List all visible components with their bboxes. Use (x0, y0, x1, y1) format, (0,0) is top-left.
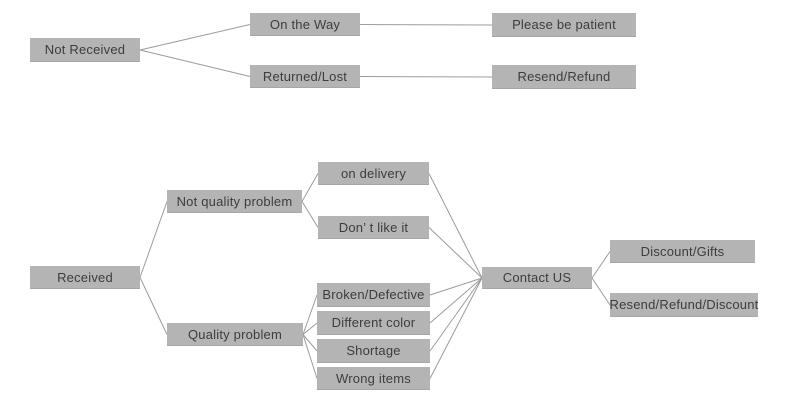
node-dont-like-it: Don’ t like it (318, 216, 429, 239)
edge-quality-problem--different-color (302, 322, 318, 335)
edge-not-quality-problem--dont-like-it (301, 201, 319, 228)
edge-broken-defective--contact-us (429, 277, 483, 296)
node-on-the-way: On the Way (250, 13, 360, 36)
edge-not-received--returned-lost (139, 49, 251, 77)
node-discount-gifts: Discount/Gifts (610, 240, 755, 263)
edge-wrong-items--contact-us (429, 277, 483, 379)
edge-on-the-way--please-be-patient (359, 24, 493, 26)
edge-quality-problem--broken-defective (302, 294, 318, 335)
node-returned-lost: Returned/Lost (250, 65, 360, 88)
node-on-delivery: on delivery (318, 162, 429, 185)
edge-not-received--on-the-way (139, 24, 251, 51)
edge-different-color--contact-us (429, 277, 483, 324)
edge-shortage--contact-us (429, 277, 483, 352)
edge-received--not-quality-problem (139, 201, 168, 278)
node-resend-refund-discount: Resend/Refund/Discount (610, 293, 758, 317)
edge-contact-us--discount-gifts (591, 251, 611, 279)
node-contact-us: Contact US (482, 267, 592, 289)
node-quality-problem: Quality problem (167, 323, 303, 346)
edge-contact-us--resend-refund-discount (591, 277, 611, 306)
node-different-color: Different color (317, 311, 430, 335)
edge-quality-problem--wrong-items (302, 334, 318, 379)
edge-dont-like-it--contact-us (428, 227, 483, 279)
edge-quality-problem--shortage (302, 334, 318, 352)
node-broken-defective: Broken/Defective (317, 283, 430, 307)
node-received: Received (30, 266, 140, 289)
edge-on-delivery--contact-us (428, 173, 483, 279)
node-resend-refund: Resend/Refund (492, 65, 636, 89)
node-shortage: Shortage (317, 339, 430, 363)
node-not-received: Not Received (30, 38, 140, 62)
edge-not-quality-problem--on-delivery (301, 173, 319, 202)
node-please-be-patient: Please be patient (492, 13, 636, 37)
edge-received--quality-problem (139, 277, 168, 335)
node-not-quality-problem: Not quality problem (167, 190, 302, 213)
edge-returned-lost--resend-refund (359, 76, 493, 78)
node-wrong-items: Wrong items (317, 367, 430, 390)
